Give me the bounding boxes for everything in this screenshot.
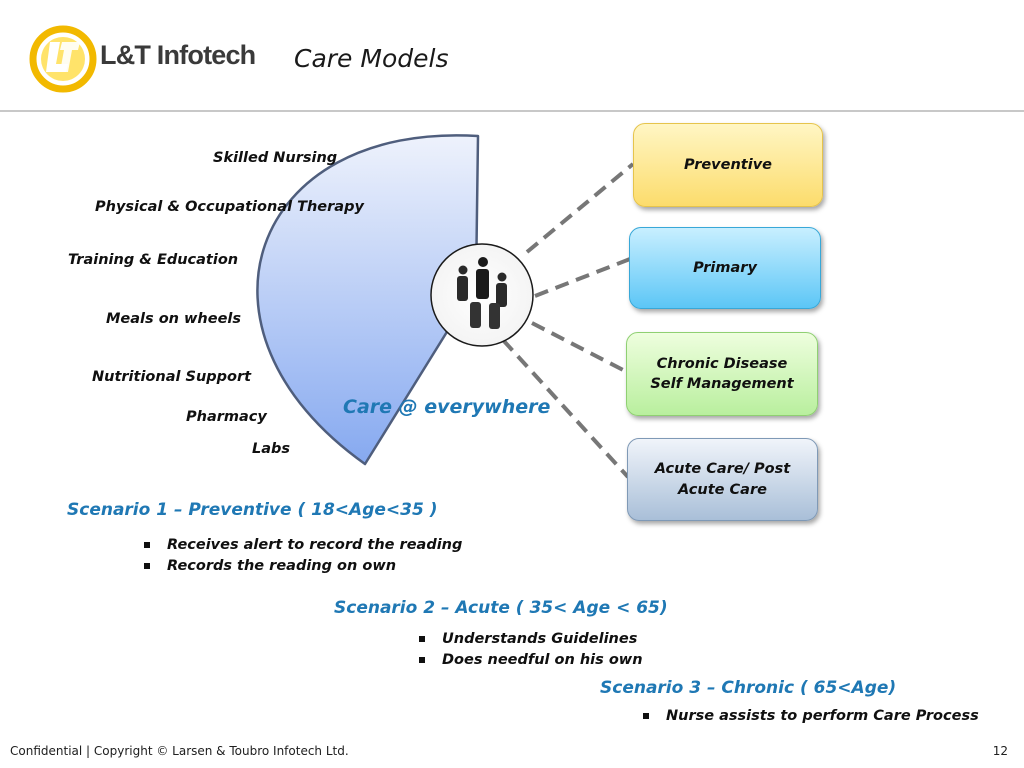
service-meals-on-wheels: Meals on wheels <box>106 311 242 327</box>
care-everywhere-label: Care @ everywhere <box>343 396 551 418</box>
lt-emblem-icon <box>29 25 97 93</box>
logo-wordmark: L&T Infotech <box>100 40 256 70</box>
service-skilled-nursing: Skilled Nursing <box>213 150 338 166</box>
scenario-1-bullets: Receives alert to record the reading Rec… <box>142 535 462 576</box>
page-title: Care Models <box>294 44 449 73</box>
service-physical-therapy: Physical & Occupational Therapy <box>95 199 364 215</box>
list-item: Records the reading on own <box>142 556 462 577</box>
list-item: Understands Guidelines <box>417 629 643 650</box>
scenario-2-heading: Scenario 2 – Acute ( 35< Age < 65) <box>334 598 668 618</box>
connector-acute <box>501 338 630 479</box>
scenario-2-bullets: Understands Guidelines Does needful on h… <box>417 629 643 670</box>
model-box-preventive: Preventive <box>633 123 823 207</box>
scenario-3-heading: Scenario 3 – Chronic ( 65<Age) <box>600 678 897 698</box>
service-training-education: Training & Education <box>68 252 239 268</box>
scenario-3-bullets: Nurse assists to perform Care Process <box>641 706 979 727</box>
page-number: 12 <box>992 744 1008 758</box>
people-icon <box>457 257 507 329</box>
footer-copyright: Confidential | Copyright © Larsen & Toub… <box>10 744 349 758</box>
model-label: Acute Care/ Post Acute Care <box>654 461 791 498</box>
model-label: Primary <box>693 259 757 276</box>
services-fan <box>256 134 480 466</box>
model-label: Chronic Disease Self Management <box>650 355 794 392</box>
model-box-primary: Primary <box>629 227 821 309</box>
connector-primary <box>534 257 631 298</box>
connector-chronic <box>531 321 628 374</box>
model-label: Preventive <box>684 156 772 173</box>
service-pharmacy: Pharmacy <box>186 409 267 425</box>
list-item: Nurse assists to perform Care Process <box>641 706 979 727</box>
model-box-chronic-disease: Chronic Disease Self Management <box>626 332 818 416</box>
header-divider <box>0 110 1024 112</box>
model-box-acute-care: Acute Care/ Post Acute Care <box>627 438 818 521</box>
service-labs: Labs <box>252 441 291 457</box>
company-logo: L&T Infotech <box>28 24 278 96</box>
model-connectors <box>501 162 635 479</box>
list-item: Does needful on his own <box>417 650 643 671</box>
connector-preventive <box>525 162 635 254</box>
scenario-1-heading: Scenario 1 – Preventive ( 18<Age<35 ) <box>67 500 438 520</box>
list-item: Receives alert to record the reading <box>142 535 462 556</box>
service-nutritional-support: Nutritional Support <box>92 369 252 385</box>
